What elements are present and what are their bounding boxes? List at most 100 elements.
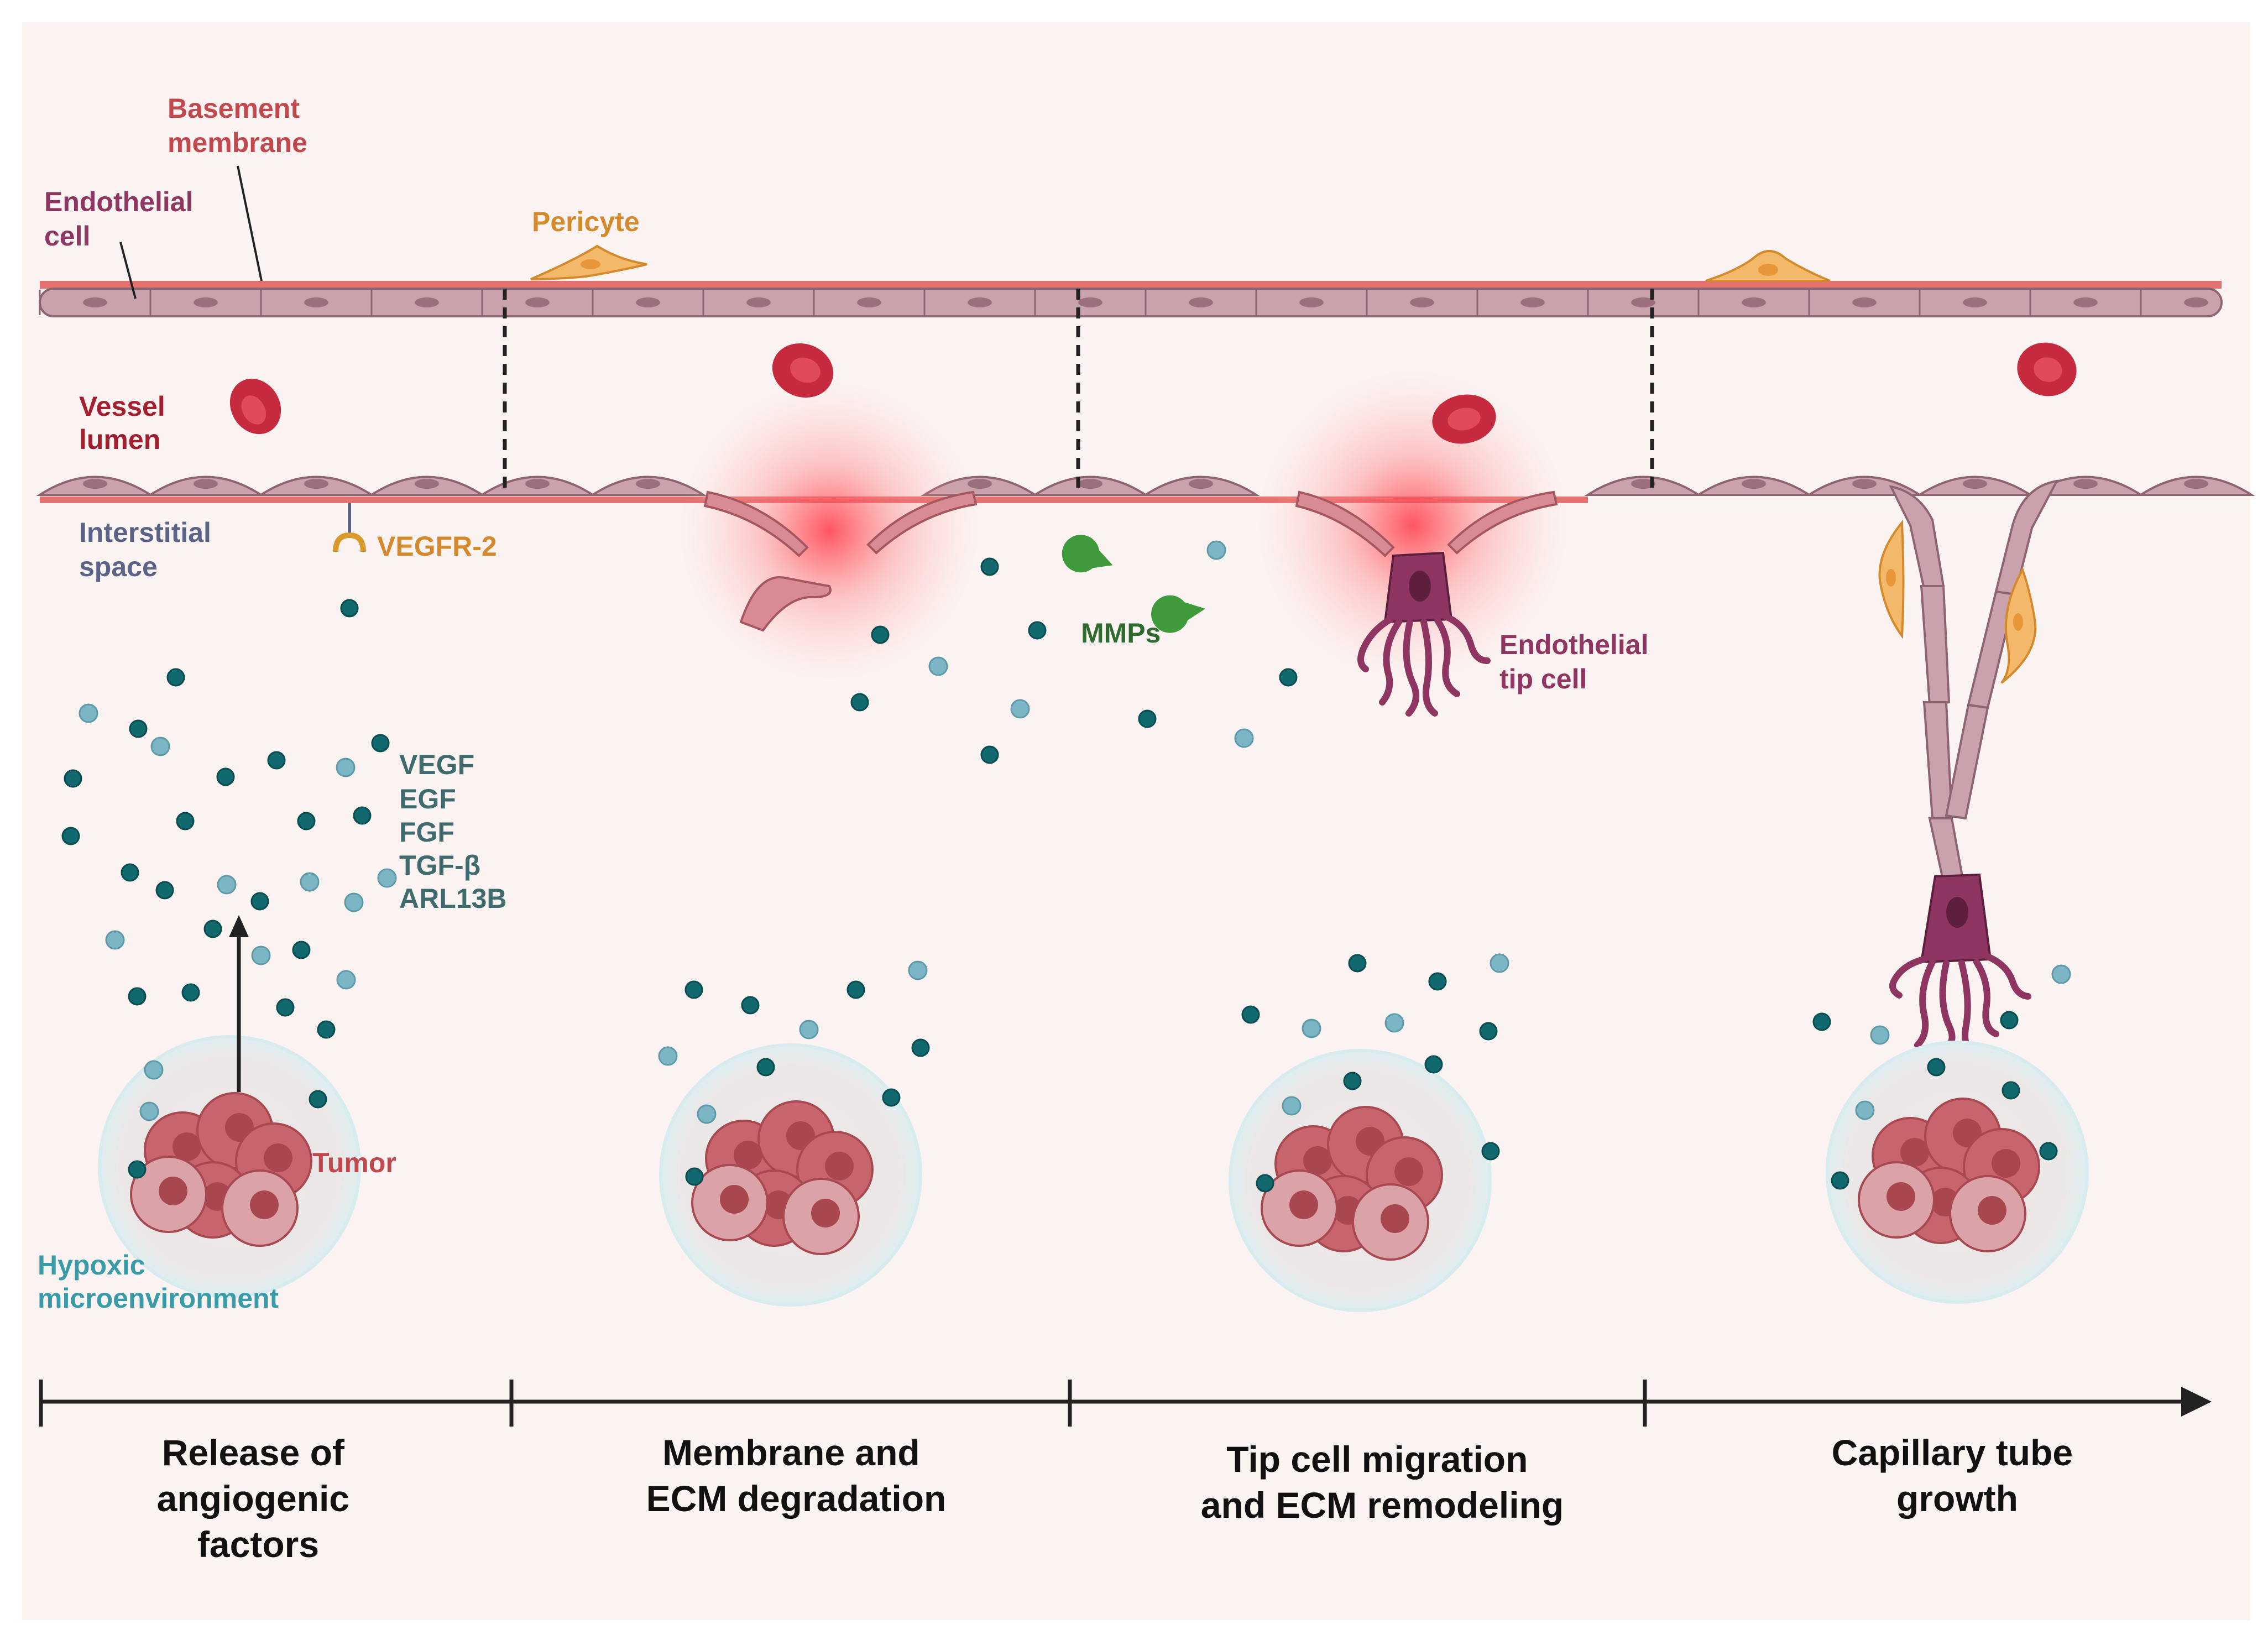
endothelial-nucleus: [746, 297, 771, 307]
endothelial-nucleus: [304, 297, 328, 307]
growth-factor-particle: [871, 625, 890, 644]
endothelial-nucleus: [1189, 479, 1213, 489]
growth-factor-particle: [850, 693, 869, 712]
growth-factor-particle: [128, 987, 147, 1006]
degrading-endothelium: [703, 490, 1558, 632]
tumor-cell-nucleus: [264, 1143, 292, 1172]
endothelial-cell-label: Endothelial cell: [44, 186, 201, 252]
tumor-cell-nucleus: [1900, 1138, 1929, 1167]
tip-cell-label: Endothelial tip cell: [1499, 629, 1656, 694]
bending-cell: [866, 490, 978, 555]
endothelial-nucleus: [1299, 297, 1324, 307]
growth-factor-particle: [928, 656, 948, 676]
growth-factor-particle: [1028, 621, 1047, 640]
growth-factor-particle: [276, 998, 295, 1017]
growth-factor-particle: [79, 703, 98, 723]
endothelial-nucleus: [525, 297, 550, 307]
sprout-cell: [1920, 585, 1951, 707]
endothelial-nucleus: [1852, 297, 1877, 307]
growth-factor-particle: [353, 806, 372, 825]
growth-factor-particle: [105, 930, 125, 950]
red-blood-cells: [229, 342, 2077, 444]
endothelial-nucleus: [2184, 297, 2208, 307]
tumor-3: [1229, 1049, 1492, 1312]
tumor-cell-nucleus: [250, 1190, 279, 1219]
growth-factor-particle: [1812, 1012, 1831, 1031]
growth-factor-particle: [250, 892, 269, 911]
labels: Basement membrane Endothelial cell Peric…: [38, 93, 1656, 1314]
growth-factor-particle: [309, 1090, 327, 1109]
endothelial-nucleus: [857, 297, 881, 307]
growth-factor-particle: [216, 767, 235, 786]
hypoxic-label: Hypoxic microenvironment: [38, 1250, 279, 1314]
endothelial-nucleus: [2073, 297, 2098, 307]
tip-cell-1: [1357, 551, 1491, 717]
mmp-enzymes: [1062, 535, 1206, 633]
endothelial-nucleus: [2184, 479, 2208, 489]
growth-factor-particle: [139, 1101, 159, 1121]
tumor-cell-nucleus: [1992, 1149, 2020, 1178]
endothelial-nucleus: [1631, 297, 1655, 307]
red-blood-cell: [772, 343, 834, 398]
growth-factors-label: VEGF EGF FGF TGF-β ARL13B: [399, 749, 506, 914]
growth-factor-particle: [1348, 954, 1367, 973]
endothelial-nucleus: [968, 297, 992, 307]
growth-factor-particle: [1481, 1142, 1500, 1161]
growth-factor-particle: [64, 769, 82, 788]
mmp-enzyme: [1062, 535, 1113, 573]
growth-factor-particle: [2051, 964, 2071, 984]
stage-1-title: Release of angiogenic factors: [157, 1432, 360, 1565]
endothelial-nucleus: [2073, 479, 2098, 489]
endothelial-nucleus: [83, 479, 107, 489]
growth-factor-particle: [658, 1046, 678, 1066]
mmps-label: MMPs: [1081, 618, 1161, 649]
growth-factor-particle: [155, 881, 174, 900]
vegfr2-receptor: [333, 503, 366, 552]
growth-factor-particle: [1138, 709, 1157, 728]
growth-factor-particle: [217, 875, 237, 895]
endothelial-nucleus: [636, 479, 660, 489]
growth-factor-particle: [2000, 1011, 2019, 1030]
pericyte-nucleus: [1886, 569, 1896, 587]
endothelial-nucleus: [636, 297, 660, 307]
stage-titles: Release of angiogenic factors Membrane a…: [157, 1432, 2083, 1565]
growth-factor-particle: [685, 1167, 704, 1186]
growth-factor-particle: [1855, 1100, 1875, 1120]
growth-factor-particle: [317, 1020, 336, 1039]
growth-factor-particle: [1490, 953, 1509, 973]
growth-factor-particle: [1234, 728, 1254, 748]
pericyte-nucleus: [1758, 264, 1778, 276]
growth-factor-particle: [908, 960, 928, 980]
growth-factor-particle: [377, 868, 397, 888]
red-blood-cell: [2017, 342, 2077, 396]
timeline-arrowhead: [2181, 1387, 2212, 1417]
endothelial-nucleus: [1742, 479, 1766, 489]
bending-cell: [703, 490, 809, 557]
tumor-cell-nucleus: [720, 1185, 749, 1214]
growth-factor-particle: [980, 557, 999, 576]
growth-factor-particle: [61, 827, 80, 845]
stage-2-title: Membrane and ECM degradation: [646, 1432, 947, 1519]
growth-factor-particle: [267, 751, 286, 770]
endothelial-nucleus: [1520, 297, 1545, 307]
pericyte-nucleus: [2013, 613, 2023, 631]
vessel-lumen-label: Vessel lumen: [79, 391, 173, 455]
growth-factor-particle: [980, 745, 999, 764]
growth-factor-particle: [1010, 699, 1030, 719]
growth-factor-particle: [846, 980, 865, 999]
growth-factor-particle: [741, 996, 760, 1015]
growth-factor-particle: [121, 863, 139, 882]
growth-factor-particle: [1302, 1018, 1321, 1038]
stage-4-title: Capillary tube growth: [1832, 1432, 2083, 1519]
capillary-sprout: [1889, 479, 2059, 884]
stage-dividers: [503, 289, 1654, 493]
growth-factor-particle: [1428, 972, 1447, 991]
growth-factor-particle: [684, 980, 703, 999]
growth-factor-particle: [203, 920, 222, 938]
pericyte-label: Pericyte: [532, 206, 640, 237]
growth-factor-particle: [297, 812, 316, 830]
wall-pericytes: [530, 244, 1831, 282]
growth-factor-particle: [251, 946, 271, 965]
growth-factor-particle: [344, 892, 364, 912]
